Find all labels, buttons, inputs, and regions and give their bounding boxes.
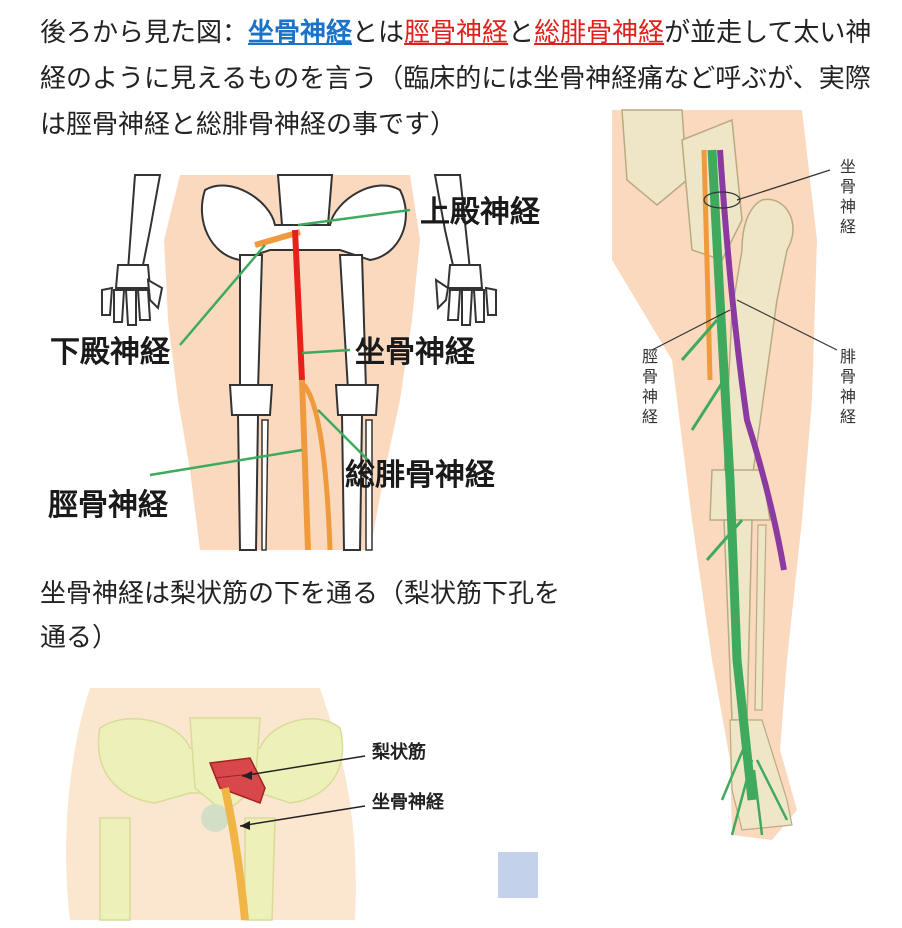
pelvis-sciatic-nerve	[221, 787, 249, 921]
svg-text:神: 神	[642, 387, 658, 406]
left-hand-bones	[101, 264, 164, 326]
sciatic-nerve-link[interactable]: 坐骨神経	[248, 18, 353, 48]
right-hand-bones	[434, 264, 497, 326]
label-pelvis-sciatic: 坐骨神経	[372, 791, 445, 813]
intro-text-4: が並走して太い神経のように見えるものを言う（臨床的には坐骨神経痛など呼ぶが、実際…	[40, 18, 872, 140]
svg-text:経: 経	[840, 407, 856, 426]
sciatic-nerve-red	[292, 229, 305, 381]
svg-text:坐: 坐	[840, 157, 856, 176]
leg-sciatic-green	[707, 149, 757, 801]
leg-label-peroneal: 腓 骨 神 経	[840, 347, 856, 426]
common-peroneal-nerve	[301, 383, 333, 551]
svg-text:経: 経	[642, 407, 658, 426]
svg-text:脛: 脛	[642, 347, 658, 366]
leg-peroneal-purple	[717, 149, 787, 571]
pelvis-piriformis-diagram: 梨状筋 坐骨神経	[66, 688, 445, 921]
piriformis-caption: 坐骨神経は梨状筋の下を通る（梨状筋下孔を通る）	[40, 579, 561, 653]
label-piriformis: 梨状筋	[372, 741, 426, 763]
svg-text:神: 神	[840, 387, 856, 406]
svg-text:骨: 骨	[642, 367, 658, 386]
intro-text-1: 後ろから見た図：	[40, 18, 249, 48]
leg-label-sciatic: 坐 骨 神 経	[840, 157, 856, 236]
label-sciatic: 坐骨神経	[355, 335, 476, 370]
intro-text-2: とは	[352, 18, 405, 48]
intro-text-3: と	[508, 18, 535, 48]
svg-text:腓: 腓	[840, 347, 856, 366]
blue-square	[498, 852, 538, 898]
svg-text:経: 経	[840, 217, 856, 236]
label-inferior-gluteal: 下殿神経	[50, 335, 171, 370]
label-superior-gluteal: 上殿神経	[420, 195, 541, 230]
piriformis-muscle	[208, 757, 266, 804]
label-common-peroneal: 総腓骨神経	[345, 458, 496, 493]
leg-orange-nerve	[701, 149, 713, 381]
leg-label-tibial: 脛 骨 神 経	[642, 347, 658, 426]
peroneal-nerve-link[interactable]: 総腓骨神経	[534, 18, 665, 48]
intro-paragraph: 後ろから見た図：坐骨神経とは脛骨神経と総腓骨神経が並走して太い神経のように見える…	[40, 10, 880, 148]
leg-nerve-diagram: 坐 骨 神 経 脛 骨 神 経 腓 骨 神 経	[612, 109, 856, 840]
svg-text:骨: 骨	[840, 367, 856, 386]
tibial-nerve-link[interactable]: 脛骨神経	[404, 18, 509, 48]
svg-text:神: 神	[840, 197, 856, 216]
svg-text:骨: 骨	[840, 177, 856, 196]
tibial-nerve	[299, 379, 311, 551]
skeleton-nerve-diagram: 上殿神経 下殿神経 坐骨神経 総腓骨神経 脛骨神経	[48, 174, 541, 551]
label-tibial: 脛骨神経	[48, 488, 169, 523]
